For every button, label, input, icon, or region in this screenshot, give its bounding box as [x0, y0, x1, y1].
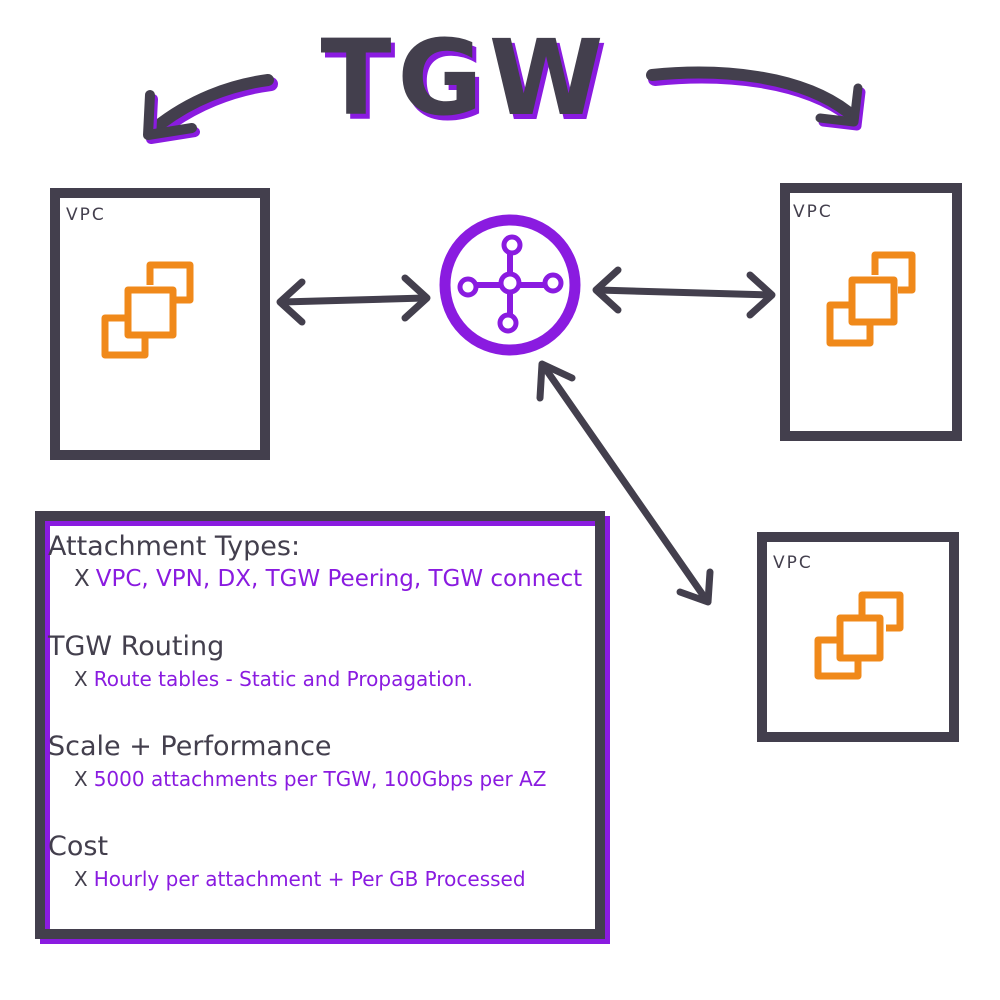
vpc-label-bottom: VPC: [773, 553, 813, 573]
x-mark: X: [74, 767, 88, 791]
vpc-box-right: [780, 183, 962, 441]
x-mark: X: [74, 566, 90, 592]
curved-arrow-left: [143, 74, 278, 144]
notes-box: [35, 511, 610, 944]
vpc-label-left: VPC: [66, 205, 106, 225]
x-mark: X: [74, 667, 88, 691]
diagram-title: TGW: [320, 17, 610, 139]
section-heading: TGW Routing: [48, 631, 225, 662]
arrow-hub-left: [276, 274, 431, 326]
instances-icon: [101, 261, 194, 359]
section-item-text: 5000 attachments per TGW, 100Gbps per AZ: [93, 767, 547, 791]
transit-gateway-icon: [439, 214, 581, 356]
instances-icon: [814, 591, 904, 680]
section-heading: Scale + Performance: [48, 731, 332, 762]
vpc-label-right: VPC: [793, 202, 833, 222]
x-mark: X: [74, 867, 88, 891]
arrow-hub-right: [592, 266, 776, 319]
arrow-hub-bottom: [536, 360, 714, 606]
section-item-text: Hourly per attachment + Per GB Processed: [93, 867, 526, 891]
instances-icon: [826, 251, 916, 347]
vpc-box-bottom: [757, 532, 959, 742]
curved-arrow-right: [646, 66, 866, 131]
section-item-text: Route tables - Static and Propagation.: [93, 667, 473, 691]
section-heading: Attachment Types:: [48, 531, 301, 562]
section-item-text: VPC, VPN, DX, TGW Peering, TGW connect: [95, 566, 583, 592]
vpc-box-left: [50, 188, 270, 460]
section-heading: Cost: [48, 831, 109, 862]
